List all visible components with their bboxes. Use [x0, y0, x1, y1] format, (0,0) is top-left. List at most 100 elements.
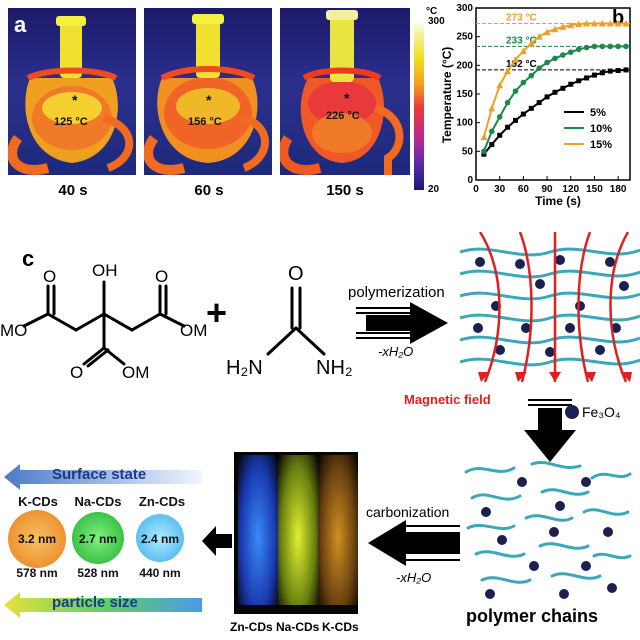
plateau-annotation: 233 °C [506, 35, 537, 46]
data-point [543, 28, 551, 36]
data-point [623, 67, 629, 73]
data-point [560, 52, 566, 58]
cd-name-na: Na-CDs [74, 494, 122, 509]
data-point [497, 132, 503, 138]
thermal-panel: a * 125 °C * 156 °C [0, 0, 460, 205]
y-tick-label: 300 [456, 3, 473, 14]
x-tick-label: 0 [473, 184, 479, 195]
urea-structure: O H₂N NH₂ [226, 263, 353, 379]
cd-dot-k [8, 510, 66, 568]
y-tick-label: 50 [462, 146, 474, 157]
water-loss-2: -xH₂O [396, 570, 432, 585]
vial-label-zn: Zn-CDs [230, 620, 273, 634]
x-tick-label: 30 [494, 184, 506, 195]
data-point [528, 105, 534, 111]
fe3o4-label: Fe₃O₄ [582, 404, 621, 420]
time-label-2: 60 s [194, 182, 224, 199]
citrate-mo: MO [0, 321, 27, 340]
color-scale-unit: °C [426, 6, 438, 17]
magnetic-field-label: Magnetic field [404, 392, 491, 407]
data-point [504, 99, 511, 106]
data-point [536, 100, 542, 106]
thermal-image-1: * 125 °C [8, 8, 136, 175]
x-tick-label: 180 [610, 184, 627, 195]
data-point [496, 81, 504, 89]
thermal-temp-1: 125 °C [54, 116, 88, 128]
x-tick-label: 120 [562, 184, 579, 195]
data-point [488, 104, 496, 112]
carbonization-arrow [368, 520, 460, 566]
citrate-om-right: OM [180, 321, 207, 340]
urea-nh2: NH₂ [316, 357, 353, 379]
plateau-annotation: 273 °C [506, 12, 537, 23]
fe3o4-particle-icon [565, 405, 579, 419]
data-point [504, 67, 512, 75]
cd-size-zn: 2.4 nm [140, 532, 179, 546]
data-point [583, 19, 591, 27]
data-point [598, 19, 606, 27]
polymer-chains [464, 461, 632, 599]
color-scale-min: 20 [428, 184, 440, 195]
y-tick-label: 250 [456, 32, 473, 43]
cd-dot-na [72, 512, 124, 564]
data-point [544, 94, 550, 100]
vial-k [318, 455, 358, 605]
y-tick-label: 0 [467, 175, 473, 186]
data-point [505, 124, 511, 130]
cd-dot-zn [136, 514, 184, 562]
urea-h2n: H₂N [226, 357, 263, 379]
data-point [615, 43, 621, 50]
data-point [599, 70, 605, 76]
panel-label-a: a [14, 12, 27, 37]
data-point [583, 44, 590, 51]
data-point [544, 59, 550, 66]
vial-zn [238, 455, 278, 605]
measure-point: * [72, 92, 78, 108]
plateau-annotation: 192 °C [506, 59, 537, 70]
surface-state-label: Surface state [52, 466, 147, 483]
vial-label-k: K-CDs [322, 620, 359, 634]
data-point [607, 68, 613, 74]
color-scale-bar [414, 20, 424, 190]
data-point [559, 23, 567, 30]
vial-label-na: Na-CDs [276, 620, 320, 634]
citrate-om-bottom: OM [122, 363, 149, 382]
data-point [606, 19, 614, 27]
time-label-1: 40 s [58, 182, 88, 199]
water-loss-1: -xH₂O [378, 344, 414, 359]
data-point [528, 72, 535, 79]
y-tick-label: 100 [456, 118, 473, 129]
data-point [614, 19, 622, 27]
data-point [520, 111, 526, 117]
citrate-oh: OH [92, 261, 118, 280]
data-point [488, 128, 495, 135]
panel-label-c: c [22, 246, 35, 271]
x-tick-label: 150 [586, 184, 603, 195]
cd-wavelength-zn: 440 nm [139, 566, 181, 580]
data-point [512, 117, 518, 123]
citrate-o-left: O [43, 267, 56, 286]
cd-size-na: 2.7 nm [78, 532, 117, 546]
urea-o: O [288, 263, 304, 285]
polymer-network [460, 232, 640, 382]
fe3o4-arrow [524, 399, 576, 462]
polymerization-label: polymerization [348, 284, 445, 301]
thermal-temp-3: 226 °C [326, 110, 360, 122]
data-point [615, 67, 621, 73]
color-scale-max: 300 [428, 16, 445, 27]
cd-wavelength-k: 578 nm [16, 566, 58, 580]
data-point [481, 151, 487, 157]
data-point [622, 19, 630, 27]
legend-label: 15% [590, 139, 612, 151]
data-point [527, 40, 535, 47]
cd-size-k: 3.2 nm [17, 532, 56, 546]
cd-wavelength-na: 528 nm [77, 566, 119, 580]
data-point [590, 19, 598, 27]
data-point [623, 43, 629, 50]
data-point [552, 89, 558, 95]
y-tick-label: 150 [456, 89, 473, 100]
data-point [575, 46, 582, 53]
data-point [567, 49, 574, 55]
thermal-temp-2: 156 °C [188, 116, 222, 128]
data-point [560, 85, 566, 91]
